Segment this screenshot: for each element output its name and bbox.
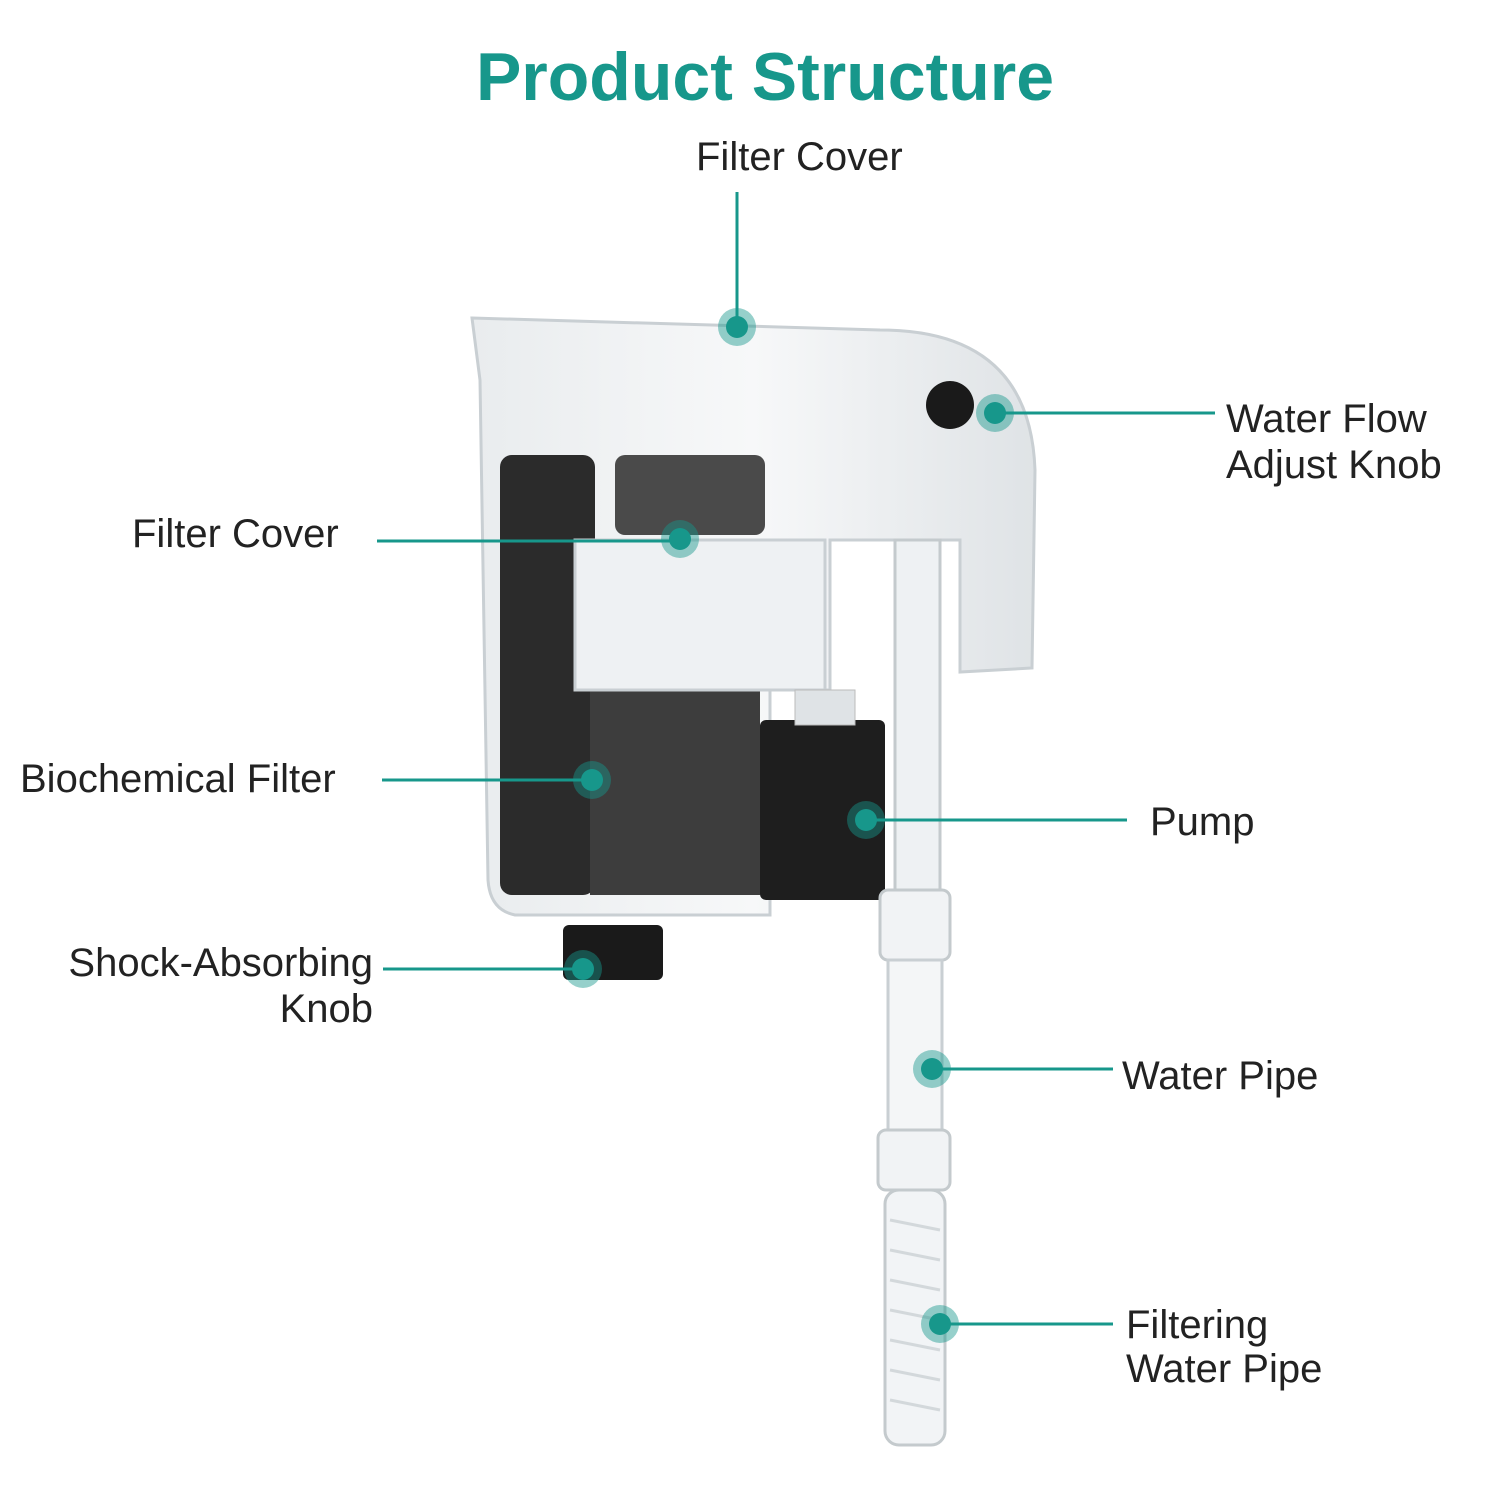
- filter-tray: [573, 538, 827, 692]
- label-filtering-1: Filtering: [1126, 1303, 1269, 1347]
- label-filter-cover-left: Filter Cover: [132, 512, 339, 556]
- water-pipe: [878, 888, 952, 962]
- outlet-pipe: [893, 538, 942, 902]
- label-filtering-2: Water Pipe: [1126, 1347, 1323, 1391]
- callout-markers: [564, 308, 1014, 1343]
- marker-pump: [847, 801, 885, 839]
- label-water-flow-2: Adjust Knob: [1226, 443, 1442, 487]
- label-water-flow-1: Water Flow: [1226, 397, 1427, 441]
- marker-water-pipe: [913, 1050, 951, 1088]
- label-pump: Pump: [1150, 800, 1255, 844]
- pump-block: [760, 720, 885, 900]
- marker-flow-knob: [976, 394, 1014, 432]
- label-shock-1: Shock-Absorbing: [68, 941, 373, 985]
- sponge-filter: [500, 455, 595, 895]
- label-shock-2: Knob: [279, 987, 373, 1031]
- marker-filter-cover-top: [718, 308, 756, 346]
- flow-knob: [926, 381, 974, 429]
- page-title: Product Structure: [475, 39, 1055, 115]
- label-filter-cover-top: Filter Cover: [696, 135, 903, 179]
- marker-shock-knob: [564, 950, 602, 988]
- label-water-pipe: Water Pipe: [1122, 1054, 1319, 1098]
- label-biochemical-filter: Biochemical Filter: [20, 757, 336, 801]
- marker-filtering-pipe: [921, 1305, 959, 1343]
- marker-filter-cover-left: [661, 520, 699, 558]
- marker-biochemical: [573, 761, 611, 799]
